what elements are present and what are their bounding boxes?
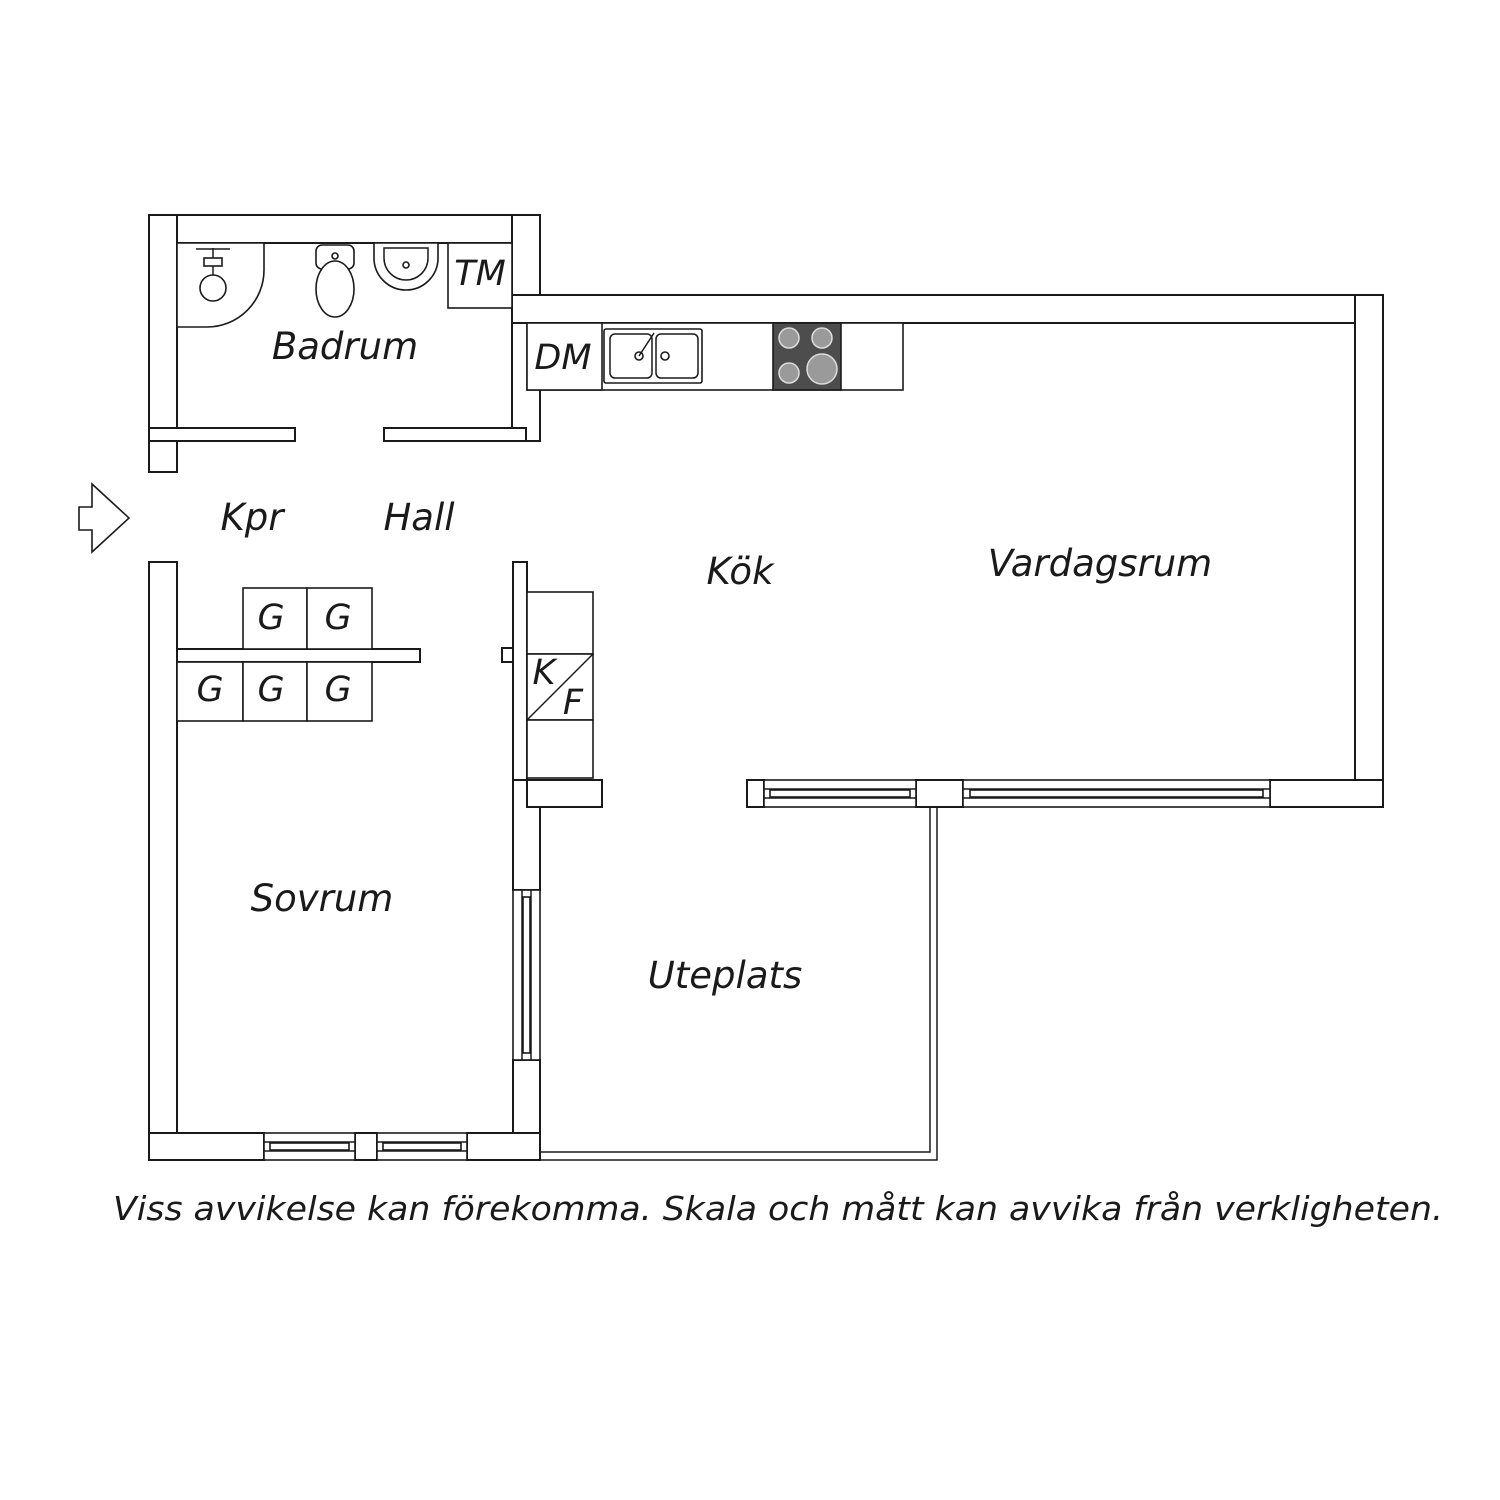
room-labels: Badrum Kpr Hall Kök Vardagsrum Sovrum Ut… bbox=[221, 325, 1213, 997]
fridge-divider bbox=[526, 653, 594, 721]
dishwasher-box bbox=[526, 322, 603, 391]
wall-living-east bbox=[1354, 294, 1384, 808]
wardrobes: G G G G G bbox=[176, 587, 373, 722]
wardrobe-label: G bbox=[257, 598, 284, 638]
shower-icon bbox=[176, 242, 265, 328]
wardrobe-label: G bbox=[196, 670, 223, 710]
room-label-hall: Hall bbox=[383, 496, 455, 539]
room-label-bedroom: Sovrum bbox=[251, 877, 394, 920]
dishwasher-label: DM bbox=[534, 338, 591, 378]
wardrobe-label: G bbox=[324, 598, 351, 638]
bathroom-fixtures: TM bbox=[176, 242, 513, 328]
wall-hall-east-upper bbox=[512, 561, 528, 808]
fridge-label: K bbox=[533, 653, 559, 693]
sink-icon bbox=[603, 328, 703, 384]
wall-wardrobe-shelf bbox=[176, 648, 421, 663]
window-bedroom-east bbox=[512, 889, 541, 1061]
wardrobe-box bbox=[242, 587, 308, 650]
wall-bathroom-south-right bbox=[383, 427, 527, 442]
wardrobe-box bbox=[306, 661, 373, 722]
fridge-freezer: K F bbox=[526, 591, 594, 779]
wall-kitchen-nib bbox=[526, 779, 603, 808]
wall-bedroom-south-pier bbox=[354, 1132, 378, 1161]
wall-bathroom-south-left bbox=[148, 427, 296, 442]
cabinet-upper bbox=[526, 591, 594, 655]
wall-living-south-right bbox=[1269, 779, 1384, 808]
washing-machine-box bbox=[447, 242, 513, 309]
room-label-kitchen: Kök bbox=[706, 550, 775, 593]
wall-bedroom-south-left bbox=[148, 1132, 265, 1161]
window-bedroom-south-right bbox=[376, 1132, 468, 1161]
wall-bedroom-west bbox=[148, 561, 178, 1161]
walls bbox=[148, 214, 1384, 1161]
kitchen-counter: DM bbox=[526, 322, 904, 391]
room-label-closet: Kpr bbox=[221, 496, 287, 539]
washbasin-icon bbox=[373, 242, 439, 291]
patio-rail bbox=[540, 806, 938, 1161]
wall-living-south-pier bbox=[915, 779, 964, 808]
freezer-label: F bbox=[563, 683, 584, 723]
wardrobe-box bbox=[242, 661, 308, 722]
wardrobe-label: G bbox=[324, 670, 351, 710]
cabinet-lower bbox=[526, 719, 594, 779]
window-living-right bbox=[962, 779, 1271, 808]
windows bbox=[263, 779, 1271, 1161]
wardrobe-box bbox=[176, 661, 244, 722]
wall-bedroom-south-right bbox=[466, 1132, 541, 1161]
wall-living-south-stub bbox=[746, 779, 765, 808]
room-label-bathroom: Badrum bbox=[272, 325, 418, 368]
wall-hall-nib bbox=[501, 647, 514, 663]
entrance-arrow-icon bbox=[78, 482, 131, 554]
window-living-left bbox=[763, 779, 917, 808]
wall-bathroom-north bbox=[148, 214, 541, 244]
wall-living-north bbox=[511, 294, 1384, 324]
toilet-icon bbox=[315, 244, 355, 318]
stove-icon bbox=[772, 322, 842, 391]
window-bedroom-south-left bbox=[263, 1132, 356, 1161]
washing-machine-label: TM bbox=[454, 254, 506, 294]
wardrobe-box bbox=[306, 587, 373, 650]
wardrobe-label: G bbox=[257, 670, 284, 710]
patio-outline bbox=[540, 806, 938, 1161]
room-label-living-room: Vardagsrum bbox=[988, 542, 1212, 585]
room-label-patio: Uteplats bbox=[648, 954, 803, 997]
disclaimer-text: Viss avvikelse kan förekomma. Skala och … bbox=[113, 1189, 1443, 1228]
